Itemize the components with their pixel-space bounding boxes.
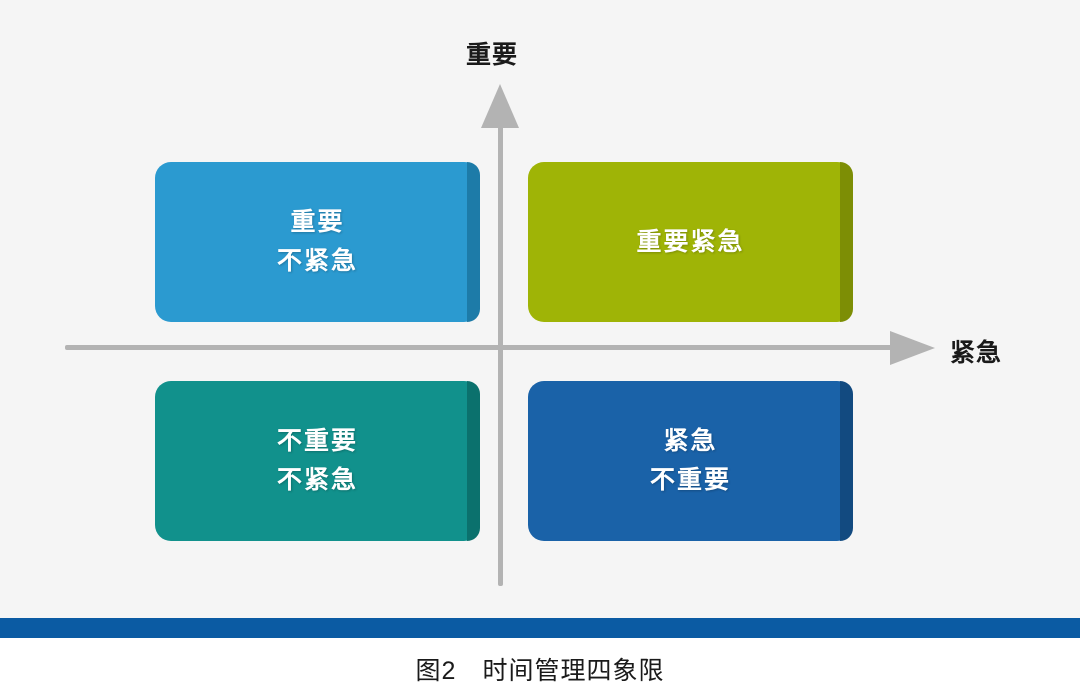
quadrant-important-not-urgent[interactable]: 重要 不紧急 xyxy=(155,162,480,322)
accent-divider-bar xyxy=(0,618,1080,638)
vertical-axis-line xyxy=(498,120,503,586)
figure-canvas: 重要 紧急 重要 不紧急 重要紧急 不重要 不紧急 紧急 不重要 xyxy=(65,41,1003,586)
quadrant-label-line-2: 不重要 xyxy=(649,466,731,494)
quadrant-edge-shade xyxy=(840,162,853,322)
horizontal-axis-label: 紧急 xyxy=(950,339,1003,367)
arrow-up-icon xyxy=(481,84,519,128)
quadrant-edge-shade xyxy=(467,381,480,541)
quadrant-urgent-not-important[interactable]: 紧急 不重要 xyxy=(528,381,853,541)
quadrant-label-line-2: 不紧急 xyxy=(276,247,358,275)
quadrant-label-line-1: 重要紧急 xyxy=(636,227,745,256)
quadrant-label-line-1: 不重要 xyxy=(276,427,358,456)
quadrant-not-important-not-urgent[interactable]: 不重要 不紧急 xyxy=(155,381,480,541)
vertical-axis-label: 重要 xyxy=(466,41,519,69)
arrow-right-icon xyxy=(890,331,935,365)
quadrant-label-line-1: 重要 xyxy=(290,208,345,237)
figure-caption: 图2 时间管理四象限 xyxy=(415,656,665,685)
quadrant-edge-shade xyxy=(840,381,853,541)
quadrant-label-line-1: 紧急 xyxy=(663,427,718,456)
quadrant-edge-shade xyxy=(467,162,480,322)
horizontal-axis-line xyxy=(65,345,895,350)
quadrant-label-line-2: 不紧急 xyxy=(276,466,358,494)
caption-area: 图2 时间管理四象限 xyxy=(0,638,1080,699)
quadrant-important-urgent[interactable]: 重要紧急 xyxy=(528,162,853,322)
